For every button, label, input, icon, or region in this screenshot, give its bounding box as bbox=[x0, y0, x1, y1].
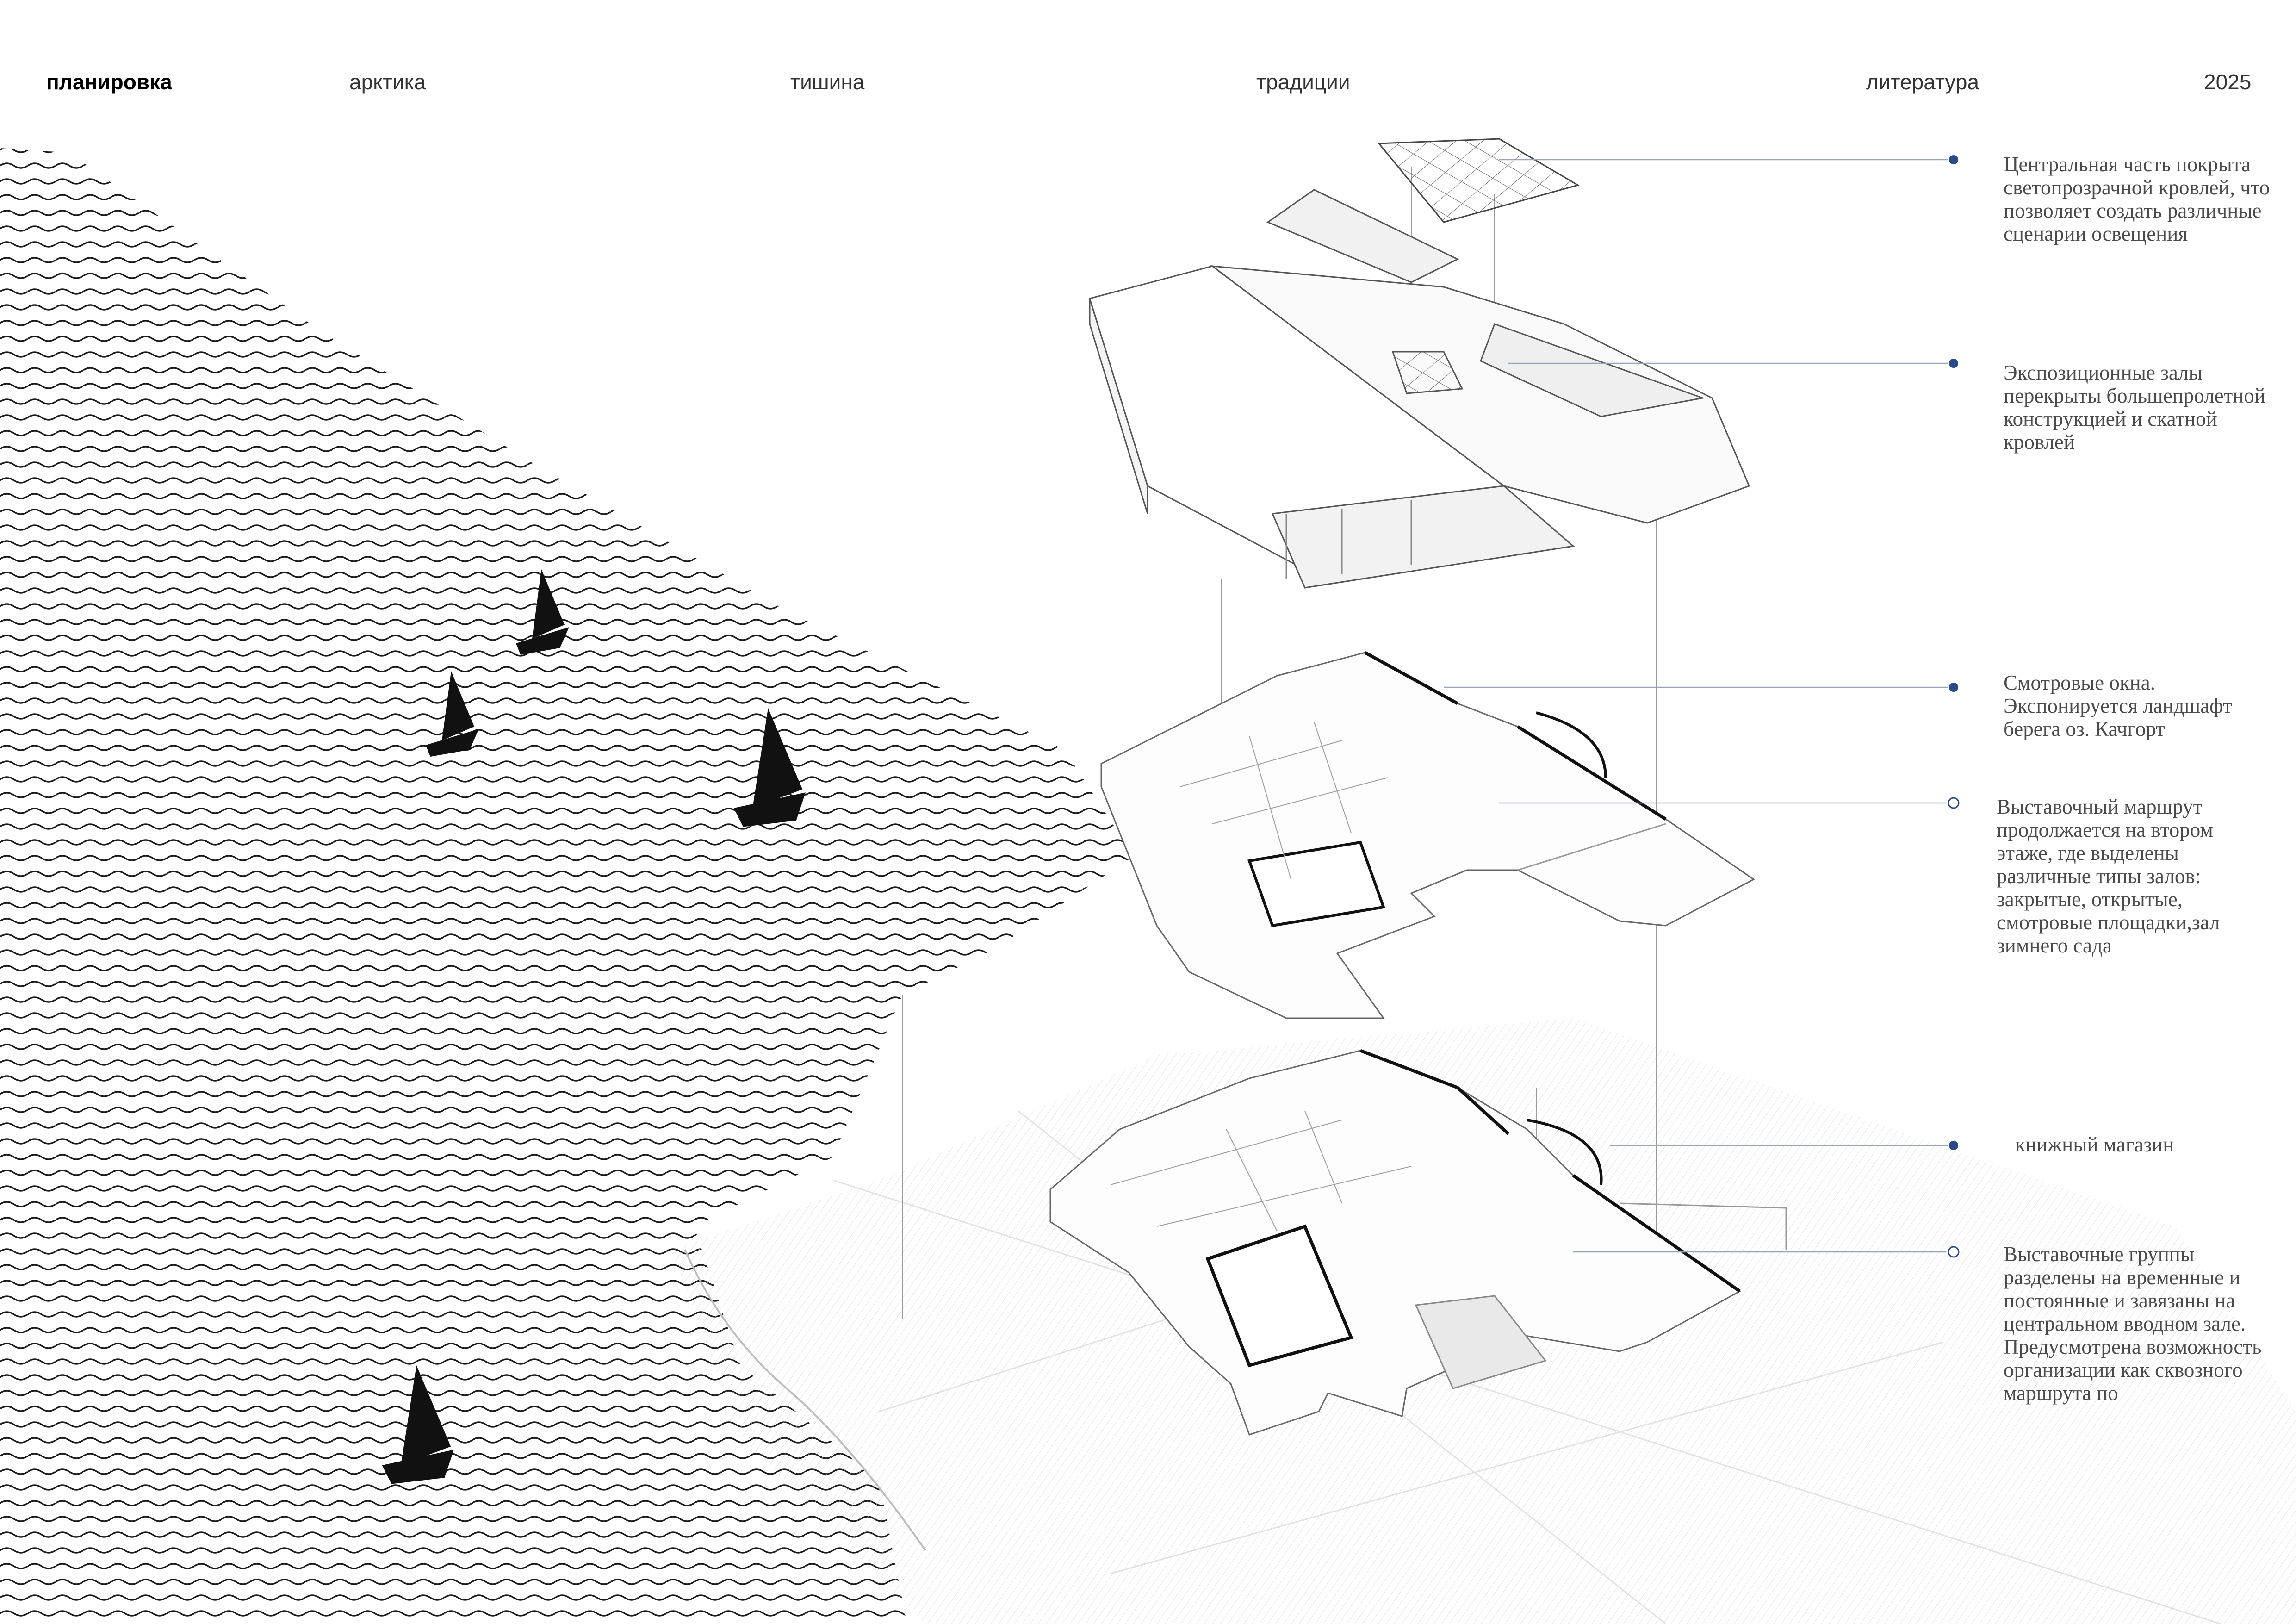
nav-item-planirovka[interactable]: планировка bbox=[46, 70, 172, 94]
sailboat-icon bbox=[382, 1365, 454, 1484]
callout-viewing-windows: Смотровые окна. Экспонируется ландшафт б… bbox=[2004, 671, 2232, 740]
marker-dot-icon bbox=[1949, 155, 1958, 1150]
callout-exhibition-halls: Экспозиционные залы перекрыты большепрол… bbox=[2004, 361, 2265, 454]
callout-bookshop: книжный магазин bbox=[2015, 1133, 2174, 1156]
second-floor-plan bbox=[1100, 651, 1755, 1019]
year-label: 2025 bbox=[2204, 70, 2252, 94]
callout-exhibition-groups: Выставочные группы разделены на временны… bbox=[2004, 1243, 2262, 1405]
nav-item-traditsii[interactable]: традиции bbox=[1256, 70, 1350, 94]
nav-item-literatura[interactable]: литература bbox=[1866, 70, 1980, 94]
sailboat-icon bbox=[733, 708, 806, 827]
leader-lines bbox=[1444, 159, 1948, 1253]
sailboat-icon bbox=[426, 671, 479, 757]
callout-glass-roof: Центральная часть покрыта светопрозрачно… bbox=[2004, 153, 2270, 245]
nav-item-arktika[interactable]: арктика bbox=[349, 70, 426, 94]
shore-edge bbox=[684, 1249, 926, 1551]
lake-waves bbox=[0, 148, 1134, 1624]
marker-ring-icon bbox=[1948, 797, 1960, 1258]
sailboat-icon bbox=[516, 569, 569, 655]
nav-item-tishina[interactable]: тишина bbox=[790, 70, 865, 94]
callout-exhibition-route: Выставочный маршрут продолжается на втор… bbox=[1997, 795, 2220, 957]
ground-floor-plan bbox=[1049, 1049, 1787, 1436]
